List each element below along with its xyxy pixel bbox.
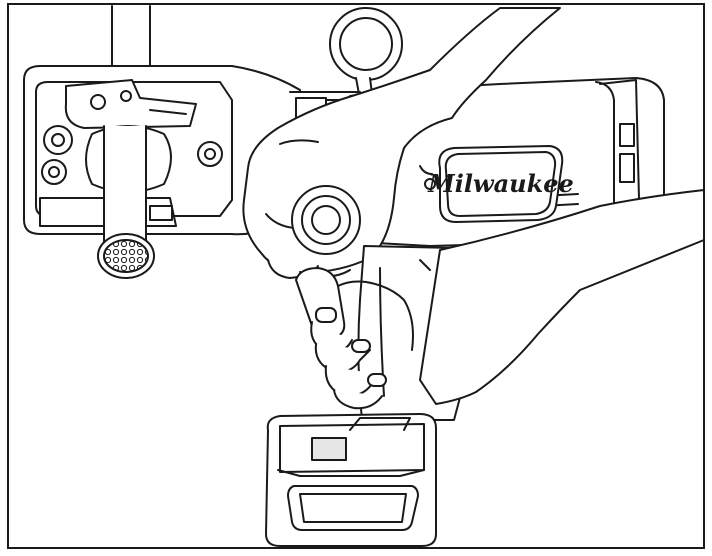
upper-cable	[111, 5, 151, 71]
inserted-cable	[97, 125, 155, 279]
brand-logo-text: Milwaukee	[427, 169, 574, 198]
brand-badge	[438, 145, 564, 223]
battery-pack	[265, 413, 437, 547]
lower-hand	[295, 189, 705, 410]
release-knob	[291, 185, 361, 255]
